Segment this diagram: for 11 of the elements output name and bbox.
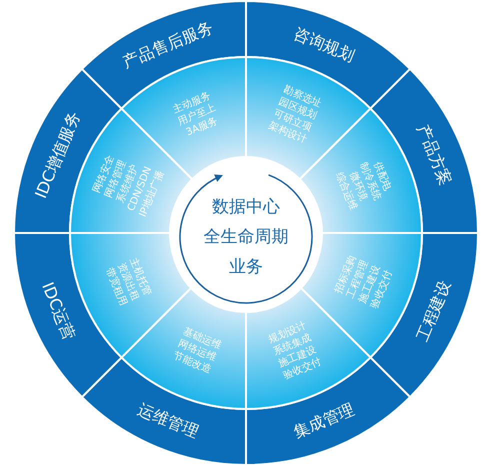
segment-title: 工程建设 [414, 278, 454, 344]
segment-title: IDC增值服务 [32, 109, 83, 201]
center-title: 全生命周期 [204, 226, 288, 249]
segment-title: 集成管理 [291, 402, 357, 442]
segment-title: 咨询规划 [291, 24, 357, 64]
segment-title: 产品方案 [414, 122, 454, 188]
center-title: 业务 [229, 256, 263, 279]
segment-title: 运维管理 [135, 402, 201, 442]
segment-title: 产品售后服务 [120, 18, 216, 70]
center-title: 数据中心 [212, 196, 280, 219]
segment-title: IDC运营 [38, 280, 76, 342]
